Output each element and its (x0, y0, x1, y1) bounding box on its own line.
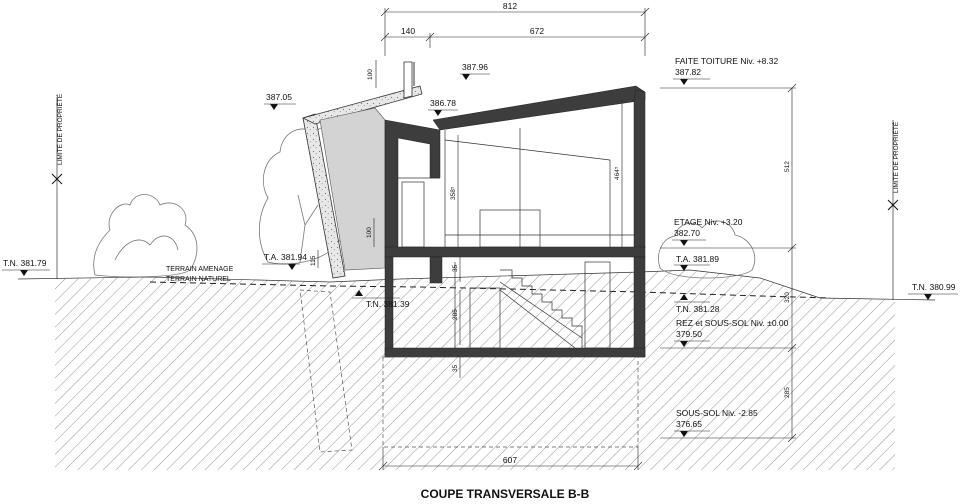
svg-text:ETAGE Niv. +3.20: ETAGE Niv. +3.20 (674, 217, 743, 227)
dim-bottom: 607 (378, 455, 643, 471)
svg-text:100: 100 (366, 227, 373, 238)
stairs (499, 269, 583, 349)
terrain-naturel-label: TERRAIN NATUREL (166, 276, 231, 283)
svg-text:387.05: 387.05 (266, 92, 292, 102)
svg-text:T.N. 381.39: T.N. 381.39 (366, 299, 410, 309)
svg-text:35: 35 (452, 364, 459, 372)
interior-lines (398, 128, 634, 349)
level-tn-mid-left: T.N. 381.39 (352, 290, 410, 309)
level-roof-left-mid: 387.05 (264, 92, 296, 110)
ground-hatch (55, 270, 895, 470)
retaining-wall-foundation (299, 289, 353, 453)
terrain-amenage-line (149, 281, 831, 299)
level-tn-mid-right: T.N. 381.28 (674, 294, 720, 314)
dim-left: 140 (401, 26, 415, 36)
svg-text:T.N. 381.79: T.N. 381.79 (3, 258, 47, 268)
tree-right-bush (658, 220, 756, 279)
svg-text:379.50: 379.50 (676, 329, 702, 339)
drawing-title: COUPE TRANSVERSALE B-B (421, 487, 590, 501)
chimney (403, 61, 413, 99)
svg-text:386.78: 386.78 (430, 98, 456, 108)
dim-top: 812 140 672 (380, 1, 650, 56)
svg-text:382.70: 382.70 (674, 228, 700, 238)
svg-text:512: 512 (784, 161, 791, 172)
level-roof-inner: 386.78 (428, 98, 458, 116)
svg-text:SOUS-SOL Niv. -2.85: SOUS-SOL Niv. -2.85 (676, 408, 758, 418)
roof-left (301, 85, 423, 125)
level-rez: REZ et SOUS-SOL Niv. ±0.00 379.50 (674, 318, 789, 347)
foundation-outline (382, 356, 639, 448)
svg-text:358⁵: 358⁵ (450, 186, 457, 200)
lower-wall-right (633, 256, 646, 358)
svg-text:376.65: 376.65 (676, 419, 702, 429)
svg-text:FAITE TOITURE Niv. +8.32: FAITE TOITURE Niv. +8.32 (675, 56, 778, 66)
tree-left-bush (93, 194, 198, 278)
floor-slab (384, 246, 646, 258)
svg-text:115: 115 (310, 255, 317, 266)
roof-main (432, 85, 646, 131)
svg-text:285: 285 (452, 309, 459, 320)
level-ta-right: T.A. 381.89 (674, 254, 719, 271)
dim-right-vertical: 512 320 285 (660, 83, 797, 443)
svg-text:35: 35 (452, 264, 459, 272)
dim-chimney: 100 (367, 60, 377, 88)
dim-interior: 358⁵ 464⁵ 100 35 285 35 115 (310, 100, 623, 378)
level-roof-left-top: 387.96 (460, 62, 490, 80)
limit-right-label: LIMITE DE PROPRIÉTÉ (891, 121, 900, 193)
level-sous-sol: SOUS-SOL Niv. -2.85 376.65 (674, 408, 758, 437)
level-roof-ridge: FAITE TOITURE Niv. +8.32 387.82 (673, 56, 778, 85)
svg-text:387.82: 387.82 (675, 67, 701, 77)
dim-right: 672 (530, 26, 544, 36)
svg-text:T.N. 380.99: T.N. 380.99 (912, 282, 956, 292)
ground-slab (384, 347, 646, 358)
level-ta-left: T.A. 381.94 (262, 252, 307, 270)
terrain-amenage-label: TERRAIN AMENAGE (166, 266, 234, 273)
svg-text:464⁵: 464⁵ (614, 166, 621, 180)
limit-left-label: LIMITE DE PROPRIÉTÉ (55, 93, 64, 165)
svg-text:387.96: 387.96 (462, 62, 488, 72)
upper-wall-left (384, 119, 441, 249)
step-block (429, 256, 443, 284)
svg-text:REZ et SOUS-SOL Niv. ±0.00: REZ et SOUS-SOL Niv. ±0.00 (676, 318, 789, 328)
limit-right: LIMITE DE PROPRIÉTÉ (887, 120, 900, 300)
level-etage: ETAGE Niv. +3.20 382.70 (672, 217, 743, 246)
svg-text:T.A. 381.94: T.A. 381.94 (264, 252, 307, 262)
dim-total: 812 (503, 1, 517, 11)
upper-wall-right (633, 89, 646, 249)
retaining-wall (302, 113, 346, 279)
level-tn-left: T.N. 381.79 (2, 258, 50, 276)
limit-left: LIMITE DE PROPRIÉTÉ (51, 93, 64, 279)
level-tn-right: T.N. 380.99 (908, 282, 958, 300)
svg-text:285: 285 (784, 387, 791, 398)
svg-text:320: 320 (784, 292, 791, 303)
svg-text:100: 100 (367, 69, 374, 80)
dim-bottom-value: 607 (503, 455, 517, 465)
svg-text:T.A. 381.89: T.A. 381.89 (676, 254, 719, 264)
svg-text:T.N. 381.28: T.N. 381.28 (676, 304, 720, 314)
